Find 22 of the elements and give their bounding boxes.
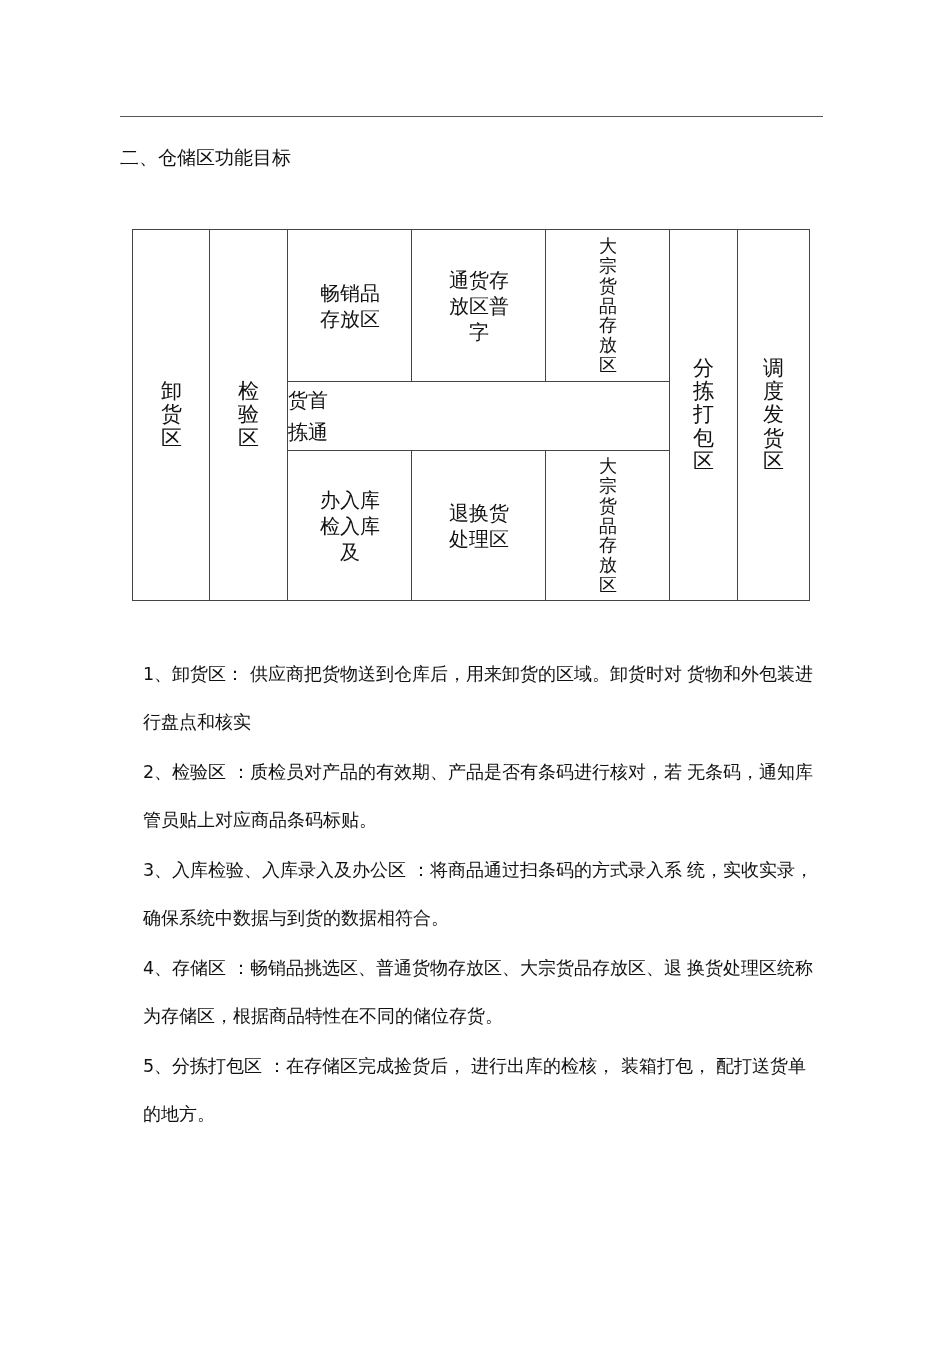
zone-label: 货首: [288, 387, 328, 413]
zone-label: 调度发货区: [763, 357, 784, 473]
section-heading: 二、仓储区功能目标: [120, 145, 291, 170]
zone-label: 退换货处理区: [448, 499, 509, 552]
table-cell: [209, 229, 288, 601]
zone-label: 大宗货品存放区: [598, 456, 617, 595]
table-cell: [132, 229, 210, 601]
paragraph: 4、存储区 ：畅销品挑选区、普通货物存放区、大宗货品存放区、退 换货处理区统称为存储区，根据商品特性在不同的储位存货。: [143, 957, 815, 1028]
paragraph: 5、分拣打包区 ：在存储区完成捡货后， 进行出库的检核， 装箱打包， 配打送货单的地方。: [143, 1055, 808, 1126]
table-cell: [669, 229, 738, 601]
zone-label: 拣通: [288, 419, 328, 445]
table-cell: [737, 229, 810, 601]
paragraph: 1、卸货区： 供应商把货物送到仓库后，用来卸货的区域。卸货时对 货物和外包装进行盘点和核实: [143, 663, 815, 734]
zone-label: 卸货区: [160, 380, 182, 450]
paragraph: 2、检验区 ：质检员对产品的有效期、产品是否有条码进行核对，若 无条码，通知库管员贴上对应商品条码标贴。: [143, 761, 815, 832]
zone-label: 通货存放区普字: [448, 266, 509, 345]
zone-label: 办入库检入库及: [319, 486, 380, 565]
zone-label: 分拣打包区: [693, 357, 714, 473]
zone-label: 大宗货品存放区: [598, 236, 617, 375]
zone-label: 畅销品存放区: [319, 279, 380, 332]
paragraph: 3、入库检验、入库录入及办公区 ：将商品通过扫条码的方式录入系 统，实收实录，确保系统中数据与到货的数据相符合。: [143, 859, 815, 930]
zone-label: 检验区: [238, 380, 259, 450]
